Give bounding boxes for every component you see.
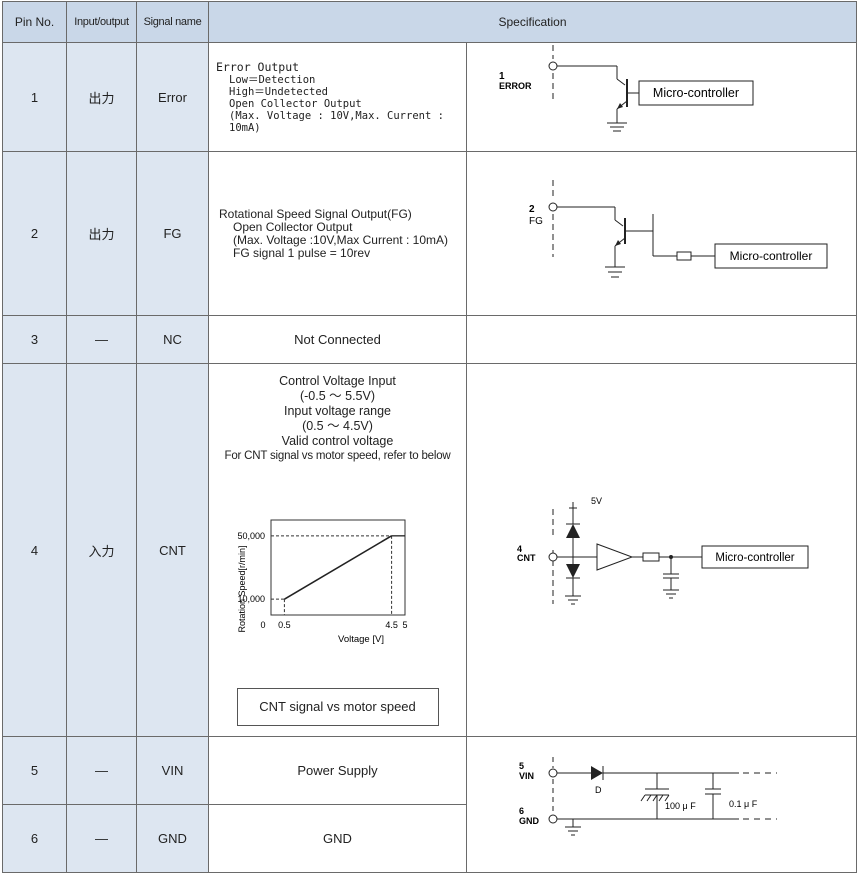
diode-label: D [595,785,602,795]
spec-line: Open Collector Output [233,219,353,234]
power-supply-circuit: 5 VIN 6 GND D 100 μ F [519,757,777,836]
spec-line: (Max. Voltage : 10V,Max. Current : 10mA) [229,109,444,134]
spec-line: For CNT signal vs motor speed, refer to … [224,450,451,462]
io-direction: 出力 [66,42,137,152]
spec-line: Input voltage range [283,404,392,418]
spec-text: Power Supply [208,736,467,805]
x-tick-label: 0.5 [278,620,291,630]
circuit-diagram-cnt: 4 CNT 5V [465,363,858,737]
y-axis-label: Rotation Speed[r/min] [237,545,247,632]
micro-controller-box: Micro-controller [715,552,794,564]
spec-line: (Max. Voltage :10V,Max Current : 10mA) [233,232,448,247]
spec-text: Rotational Speed Signal Output(FG) Open … [208,151,467,316]
signal-name: FG [136,151,209,316]
spec-line: (-0.5 ～ 5.5V) [299,389,376,403]
pin-label: 5 [519,761,524,771]
spec-text: GND [208,804,467,873]
input-buffer-circuit: 4 CNT 5V [517,496,809,605]
spec-line: Rotational Speed Signal Output(FG) [219,206,412,221]
circuit-diagram-error: 1 ERROR Micro-controller [465,42,858,152]
spec-line: FG signal 1 pulse = 10rev [233,245,371,260]
y-tick-label: 10,000 [237,594,265,604]
spec-line: Low＝Detection [229,73,316,86]
capacitor-label: 0.1 μ F [729,799,758,809]
header-input-output: Input/output [66,1,137,43]
signal-name: Error [136,42,209,152]
table-row: 2 出力 FG Rotational Speed Signal Output(F… [2,151,858,316]
plot-frame [270,519,406,616]
pin-label: 1 [499,71,505,82]
io-direction: 出力 [66,151,137,316]
signal-label: FG [529,216,543,227]
signal-name: NC [136,315,209,364]
io-direction: — [66,315,137,364]
signal-label: GND [519,816,540,826]
signal-label: VIN [519,771,534,781]
x-tick-label: 0 [260,620,265,630]
x-tick-label: 4.5 [385,620,398,630]
spec-text: Not Connected [208,315,467,364]
chart-caption: CNT signal vs motor speed [236,688,439,726]
header-specification: Specification [207,1,858,43]
table-row: 1 出力 Error Error Output Low＝Detection Hi… [2,42,858,152]
signal-name: GND [136,804,209,873]
table-row: 5 — VIN Power Supply 5 VIN 6 GND D [2,736,858,873]
y-tick-label: 50,000 [237,531,265,541]
pin-number: 2 [2,151,67,316]
pin-label: 2 [529,204,535,215]
pin-label: 4 [517,544,522,554]
x-tick-label: 5 [402,620,407,630]
signal-name: CNT [136,363,209,737]
open-collector-circuit: 1 ERROR Micro-controller [499,45,754,132]
series-line [283,535,393,600]
open-collector-circuit: 2 FG Micro-controller [529,180,828,278]
spec-text: Control Voltage Input (-0.5 ～ 5.5V) Inpu… [208,363,467,737]
cnt-speed-chart: Rotation Speed[r/min] Voltage [V] 10,000… [237,519,408,645]
spec-line: High＝Undetected [229,85,329,98]
capacitor-label: 100 μ F [665,801,696,811]
io-direction: — [66,736,137,805]
signal-name: VIN [136,736,209,805]
spec-line: Valid control voltage [281,434,394,448]
spec-line: Control Voltage Input [279,374,396,388]
pin-number: 6 [2,804,67,873]
pin-number: 3 [2,315,67,364]
pin-number: 4 [2,363,67,737]
supply-label: 5V [591,496,602,506]
pin-number: 5 [2,736,67,805]
circuit-diagram-power: 5 VIN 6 GND D 100 μ F [465,736,858,873]
spec-line: Error Output [216,59,300,74]
spec-line: (0.5 ～ 4.5V) [302,419,373,433]
header-signal-name: Signal name [136,1,209,43]
table-row: 4 入力 CNT Control Voltage Input (-0.5 ～ 5… [2,363,858,737]
pin-label: 6 [519,806,524,816]
signal-label: CNT [517,553,536,563]
spec-line: Open Collector Output [229,97,362,110]
circuit-diagram-empty [465,315,858,364]
signal-label: ERROR [499,81,532,91]
io-direction: — [66,804,137,873]
spec-text: Error Output Low＝Detection High＝Undetect… [208,42,467,152]
io-direction: 入力 [66,363,137,737]
circuit-diagram-fg: 2 FG Micro-controller [465,151,858,316]
table-row: 3 — NC Not Connected [2,315,858,364]
x-axis-label: Voltage [V] [338,634,384,645]
pin-number: 1 [2,42,67,152]
micro-controller-box: Micro-controller [730,249,813,263]
header-pin-no: Pin No. [2,1,67,43]
micro-controller-box: Micro-controller [653,86,739,100]
